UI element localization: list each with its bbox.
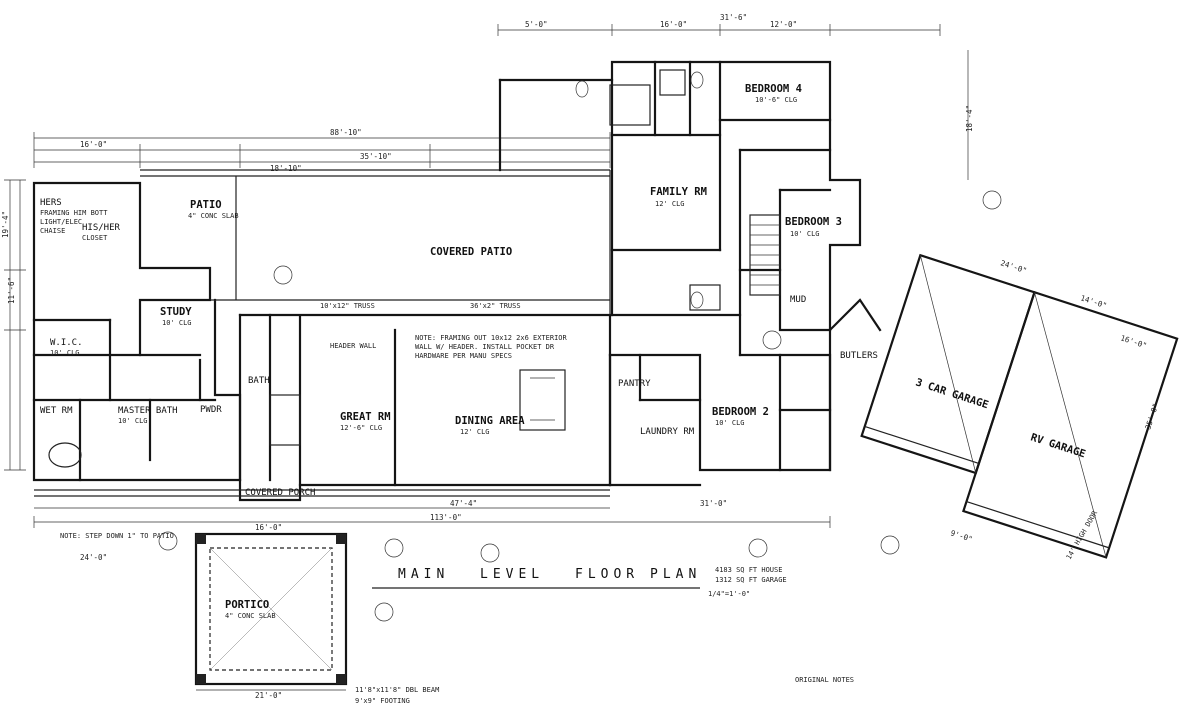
right-dimensions: 18'-4" 24'-0" 14'-0" 9'-0" 16'-0" 35'-0" xyxy=(949,50,1160,544)
dim-top-1: 16'-0" xyxy=(660,20,687,29)
dim-top-5: 5'-0" xyxy=(525,20,548,29)
room-garage3: 3 CAR GARAGE xyxy=(914,376,990,411)
area-house: 4183 SQ FT HOUSE xyxy=(715,566,782,574)
portico-note: 11'8"x11'8" DBL BEAM xyxy=(355,686,439,694)
room-study: STUDY xyxy=(160,306,192,318)
general-note-2: WALL W/ HEADER. INSTALL POCKET DR xyxy=(415,343,555,351)
header-note: HEADER WALL xyxy=(330,342,376,350)
room-bedroom2: BEDROOM 2 xyxy=(712,406,769,418)
general-note-1: NOTE: FRAMING OUT 10x12 2x6 EXTERIOR xyxy=(415,334,568,342)
room-hers-sub3: CHAISE xyxy=(40,227,65,235)
room-hers-sub: FRAMING HIM BOTT xyxy=(40,209,108,217)
dim-portico-w2: 16'-0" xyxy=(255,523,282,532)
room-hisr-sub: CLOSET xyxy=(82,234,108,242)
room-patio: PATIO xyxy=(190,199,222,211)
left-dimensions: 19'-4" 11'-6" xyxy=(1,179,26,471)
dim-bottom-overall: 113'-0" xyxy=(430,513,462,522)
room-dining: DINING AREA xyxy=(455,415,525,427)
room-rv-garage: RV GARAGE xyxy=(1029,431,1087,460)
top-dimensions: 31'-6" 16'-0" 12'-0" 5'-0" 88'-10" 16'-0… xyxy=(33,13,941,173)
room-study-sub: 10' CLG xyxy=(162,319,192,327)
section-marker-icon xyxy=(880,535,900,555)
room-bedroom3-sub: 10' CLG xyxy=(790,230,820,238)
room-master-bath-sub: 10' CLG xyxy=(118,417,148,425)
title-word-plan: PLAN xyxy=(650,567,701,582)
general-note-3: HARDWARE PER MANU SPECS xyxy=(415,352,512,360)
dim-top-4: 16'-0" xyxy=(80,140,107,149)
title-word-main: MAIN xyxy=(398,567,449,582)
room-wic-sub: 10' CLG xyxy=(50,349,80,357)
room-portico: PORTICO xyxy=(225,599,269,611)
section-markers xyxy=(158,190,1002,622)
dim-bottom-3: 47'-4" xyxy=(450,499,477,508)
room-bath: BATH xyxy=(248,376,270,386)
dim-bottom-2: 31'-0" xyxy=(700,499,727,508)
dim-right-1: 18'-4" xyxy=(965,105,974,132)
room-bedroom2-sub: 10' CLG xyxy=(715,419,745,427)
room-pwdr: PWDR xyxy=(200,405,222,415)
title-word-floor: FLOOR xyxy=(575,567,639,582)
room-master-bath: MASTER BATH xyxy=(118,406,178,416)
scale-note: 1/4"=1'-0" xyxy=(708,590,750,598)
section-marker-icon xyxy=(748,538,768,558)
room-portico-sub: 4" CONC SLAB xyxy=(225,612,276,620)
room-hers-sub2: LIGHT/ELEC xyxy=(40,218,82,226)
section-marker-icon xyxy=(273,265,293,285)
room-bedroom4-sub: 10'-6" CLG xyxy=(755,96,797,104)
section-marker-icon xyxy=(158,531,178,551)
room-great-sub: 12'-6" CLG xyxy=(340,424,382,432)
dim-left-1: 19'-4" xyxy=(1,211,10,238)
room-mud: MUD xyxy=(790,295,806,305)
corner-note: ORIGINAL NOTES xyxy=(795,676,854,684)
dim-garage-4: 16'-0" xyxy=(1119,333,1148,350)
fixtures xyxy=(48,69,781,468)
dim-garage-1: 24'-0" xyxy=(999,258,1028,275)
room-family: FAMILY RM xyxy=(650,186,707,198)
beam-note-2: 36'x2" TRUSS xyxy=(470,302,521,310)
section-marker-icon xyxy=(374,602,394,622)
room-wic: W.I.C. xyxy=(50,338,83,348)
dim-left-2: 35'-10" xyxy=(360,152,392,161)
dim-portico-w: 21'-0" xyxy=(255,691,282,700)
dim-garage-3: 9'-0" xyxy=(949,528,973,544)
exterior-walls xyxy=(32,60,1179,559)
dim-left-3: 18'-10" xyxy=(270,164,302,173)
room-hers: HERS xyxy=(40,198,62,208)
bottom-dimensions: 113'-0" 47'-4" 31'-0" 24'-0" NOTE: STEP … xyxy=(33,499,831,562)
room-bedroom3: BEDROOM 3 xyxy=(785,216,842,228)
dim-left-4: 11'-6" xyxy=(7,277,16,304)
room-covered-porch: COVERED PORCH xyxy=(245,488,315,498)
room-dining-sub: 12' CLG xyxy=(460,428,490,436)
section-marker-icon xyxy=(982,190,1002,210)
section-marker-icon xyxy=(384,538,404,558)
plan-title-block: MAIN LEVEL FLOOR PLAN 4183 SQ FT HOUSE 1… xyxy=(372,566,854,684)
dim-overall-top: 88'-10" xyxy=(330,128,362,137)
section-marker-icon xyxy=(762,330,782,350)
room-bedroom4: BEDROOM 4 xyxy=(745,83,802,95)
room-great: GREAT RM xyxy=(340,411,391,423)
dim-top-2: 31'-6" xyxy=(720,13,747,22)
portico: 21'-0" 16'-0" 11'8"x11'8" DBL BEAM 9'x9"… xyxy=(194,523,439,705)
room-hisr: HIS/HER xyxy=(82,223,121,233)
room-wet-rm: WET RM xyxy=(40,406,73,416)
room-laundry: LAUNDRY RM xyxy=(640,427,695,437)
room-patio-sub: 4" CONC SLAB xyxy=(188,212,239,220)
room-covered-patio: COVERED PATIO xyxy=(430,246,512,258)
dim-top-3: 12'-0" xyxy=(770,20,797,29)
bottom-note: NOTE: STEP DOWN 1" TO PATIO xyxy=(60,532,174,540)
room-butlers: BUTLERS xyxy=(840,351,878,361)
beam-note-1: 10'x12" TRUSS xyxy=(320,302,375,310)
room-family-sub: 12' CLG xyxy=(655,200,685,208)
room-pantry: PANTRY xyxy=(618,379,651,389)
title-word-level: LEVEL xyxy=(480,567,544,582)
dim-right-2: 35'-0" xyxy=(1143,402,1160,431)
section-marker-icon xyxy=(480,543,500,563)
dim-bottom-1: 24'-0" xyxy=(80,553,107,562)
area-garage: 1312 SQ FT GARAGE xyxy=(715,576,787,584)
portico-note-2: 9'x9" FOOTING xyxy=(355,697,410,705)
